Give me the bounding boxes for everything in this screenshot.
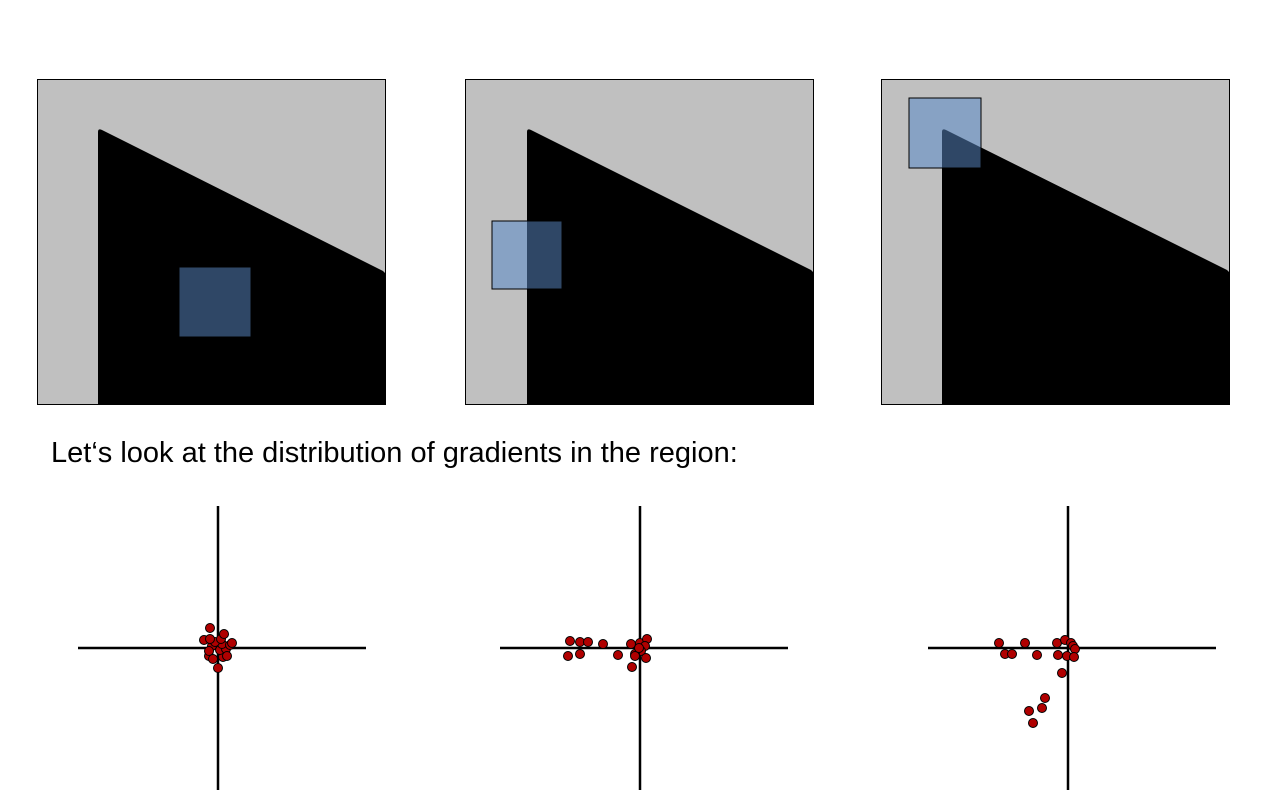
scatter-svg — [78, 506, 366, 790]
window-square-border — [491, 220, 563, 290]
scatter-point — [222, 651, 232, 661]
points-group — [994, 635, 1080, 728]
scatter-point — [575, 649, 585, 659]
scatter-point — [227, 638, 237, 648]
scatter-point — [1057, 668, 1067, 678]
window-square-over-shape — [527, 221, 562, 289]
image-panel-flat — [37, 79, 386, 405]
scatter-point — [1020, 638, 1030, 648]
scatter-point — [213, 663, 223, 673]
caption-text: Let‘s look at the distribution of gradie… — [51, 437, 738, 469]
scatter-point — [1040, 693, 1050, 703]
window-square-border — [908, 97, 982, 169]
gradient-scatter-edge — [500, 506, 788, 790]
scatter-point — [634, 643, 644, 653]
scatter-point — [630, 651, 640, 661]
scatter-point — [208, 654, 218, 664]
scatter-point — [627, 662, 637, 672]
window-square-over-shape — [942, 129, 981, 168]
gradient-scatter-flat — [78, 506, 366, 790]
scatter-svg — [928, 506, 1216, 790]
scatter-point — [205, 634, 215, 644]
gradient-scatter-corner — [928, 506, 1216, 790]
scatter-point — [613, 650, 623, 660]
scatter-point — [1007, 649, 1017, 659]
scatter-point — [641, 653, 651, 663]
scatter-point — [1032, 650, 1042, 660]
scatter-point — [219, 629, 229, 639]
scatter-svg — [500, 506, 788, 790]
scatter-point — [204, 646, 214, 656]
scatter-point — [994, 638, 1004, 648]
scatter-point — [1037, 703, 1047, 713]
scatter-point — [1069, 652, 1079, 662]
black-shape — [942, 129, 1229, 405]
scatter-point — [563, 651, 573, 661]
points-group — [563, 634, 652, 672]
black-shape — [527, 129, 813, 405]
image-panel-corner — [881, 79, 1230, 405]
scatter-point — [583, 637, 593, 647]
scatter-point — [1053, 650, 1063, 660]
scatter-point — [1024, 706, 1034, 716]
image-panel-edge — [465, 79, 814, 405]
window-square — [179, 267, 251, 337]
scatter-point — [1028, 718, 1038, 728]
points-group — [199, 623, 237, 673]
black-shape — [98, 129, 385, 405]
scatter-point — [598, 639, 608, 649]
scatter-point — [205, 623, 215, 633]
scatter-point — [565, 636, 575, 646]
